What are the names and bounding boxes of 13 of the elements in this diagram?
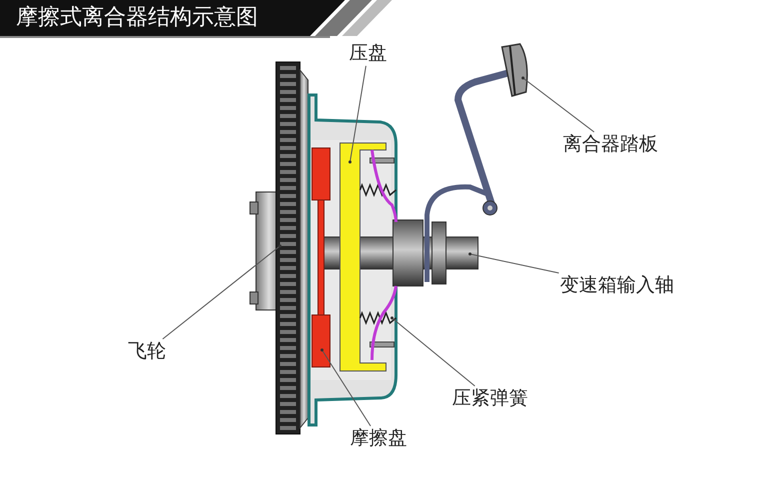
leader-line bbox=[392, 318, 476, 386]
leader-line bbox=[162, 246, 280, 340]
part-label: 飞轮 bbox=[128, 341, 166, 362]
leader-line bbox=[470, 254, 560, 274]
leader-line bbox=[350, 65, 366, 162]
part-label: 压盘 bbox=[349, 43, 387, 64]
part-label: 变速箱输入轴 bbox=[560, 275, 674, 296]
leader-line bbox=[522, 78, 595, 132]
title: 摩擦式离合器结构示意图 bbox=[16, 5, 258, 30]
part-label: 离合器踏板 bbox=[563, 134, 658, 155]
leader-line bbox=[322, 350, 372, 426]
part-label: 摩擦盘 bbox=[350, 428, 407, 449]
part-label: 压紧弹簧 bbox=[452, 388, 528, 409]
